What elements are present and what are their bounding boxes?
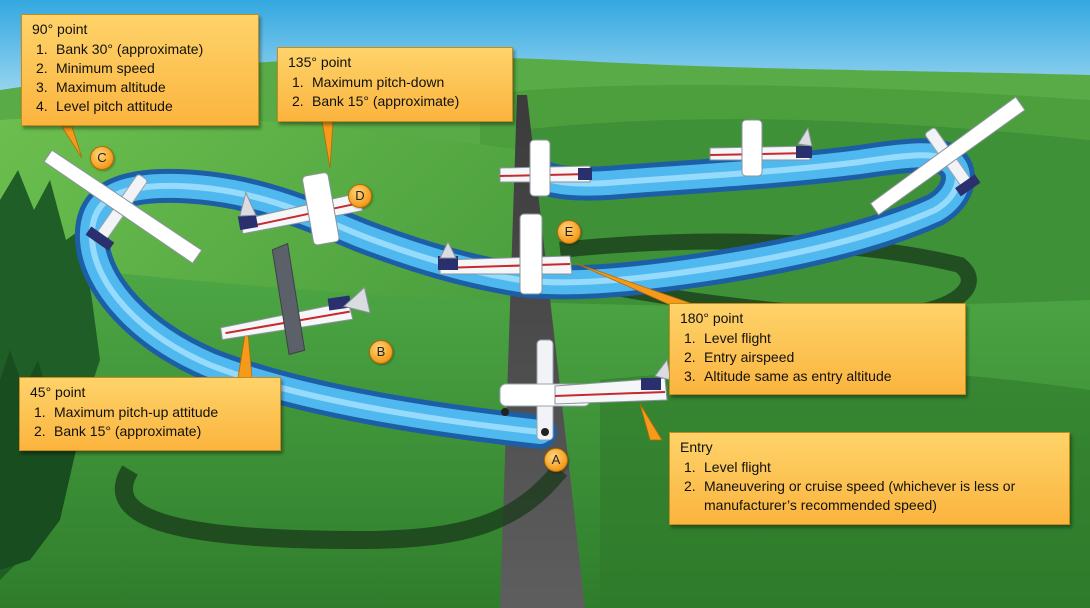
item-number: 2. (292, 93, 304, 109)
item-number: 2. (36, 60, 48, 76)
aircraft-c (43, 149, 203, 264)
item-text: Bank 30° (approximate) (56, 41, 204, 57)
marker-c: C (90, 146, 114, 170)
item-text: Minimum speed (56, 60, 155, 76)
marker-b: B (369, 340, 393, 364)
callout-180-item: 3. Altitude same as entry altitude (684, 367, 955, 386)
item-text: Maximum pitch-up attitude (54, 404, 219, 420)
item-text: Level flight (704, 330, 771, 346)
aircraft-top-right (709, 119, 813, 177)
callout-180-list: 1. Level flight 2. Entry airspeed 3. Altitu… (680, 329, 955, 386)
item-text: Maximum altitude (56, 79, 166, 95)
callout-entry-item: 2. Maneuvering or cruise speed (whichever… (684, 477, 1059, 515)
aircraft-d (237, 172, 364, 246)
item-number: 1. (36, 41, 48, 57)
callout-90-item: 4. Level pitch attitude (36, 97, 248, 116)
item-number: 1. (34, 404, 46, 420)
callout-180-point: 180° point 1. Level flight 2. Entry airspe… (669, 303, 966, 395)
aircraft-entry (499, 339, 672, 441)
callout-90-item: 2. Minimum speed (36, 59, 248, 78)
aircraft-right-bank (869, 96, 1026, 216)
callout-90-point: 90° point 1. Bank 30° (approximate) 2. Min… (21, 14, 259, 126)
callout-135-title: 135° point (288, 54, 352, 70)
leader-90 (61, 126, 83, 159)
callout-135-item: 1. Maximum pitch-down (292, 73, 502, 92)
marker-d: D (348, 184, 372, 208)
callout-180-item: 2. Entry airspeed (684, 348, 955, 367)
marker-e: E (557, 220, 581, 244)
leader-lines (61, 120, 691, 441)
callout-90-list: 1. Bank 30° (approximate) 2. Minimum speed… (32, 40, 248, 116)
callout-90-item: 3. Maximum altitude (36, 78, 248, 97)
callout-45-list: 1. Maximum pitch-up attitude 2. Bank 15° (… (30, 403, 270, 441)
callout-entry-title: Entry (680, 439, 713, 455)
callout-90-item: 1. Bank 30° (approximate) (36, 40, 248, 59)
callout-180-title: 180° point (680, 310, 744, 326)
item-text: Entry airspeed (704, 349, 795, 365)
callout-entry-list: 1. Level flight 2. Maneuvering or cruise s… (680, 458, 1059, 515)
callout-135-point: 135° point 1. Maximum pitch-down 2. Bank 1… (277, 47, 513, 122)
item-number: 2. (684, 349, 696, 365)
callout-45-title: 45° point (30, 384, 86, 400)
item-number: 3. (684, 368, 696, 384)
marker-a: A (544, 448, 568, 472)
callout-entry: Entry 1. Level flight 2. Maneuvering or cr… (669, 432, 1070, 525)
item-text: Level pitch attitude (56, 98, 173, 114)
item-text: Maximum pitch-down (312, 74, 445, 90)
callout-135-list: 1. Maximum pitch-down 2. Bank 15° (approxi… (288, 73, 502, 111)
aircraft-b (220, 242, 371, 356)
item-text: Level flight (704, 459, 771, 475)
callout-45-item: 2. Bank 15° (approximate) (34, 422, 270, 441)
aircraft-e (438, 213, 573, 295)
item-number: 1. (292, 74, 304, 90)
callout-90-title: 90° point (32, 21, 88, 37)
callout-45-point: 45° point 1. Maximum pitch-up attitude 2.… (19, 377, 281, 451)
item-text: Altitude same as entry altitude (704, 368, 892, 384)
item-number: 1. (684, 459, 696, 475)
item-number: 3. (36, 79, 48, 95)
callout-45-item: 1. Maximum pitch-up attitude (34, 403, 270, 422)
callout-180-item: 1. Level flight (684, 329, 955, 348)
item-text: Bank 15° (approximate) (54, 423, 202, 439)
item-number: 2. (684, 478, 696, 494)
item-number: 2. (34, 423, 46, 439)
item-text: Bank 15° (approximate) (312, 93, 460, 109)
callout-135-item: 2. Bank 15° (approximate) (292, 92, 502, 111)
aircraft-top-center (499, 139, 592, 197)
item-text: Maneuvering or cruise speed (whichever i… (704, 478, 1016, 513)
item-number: 1. (684, 330, 696, 346)
callout-entry-item: 1. Level flight (684, 458, 1059, 477)
leader-entry (639, 403, 663, 441)
item-number: 4. (36, 98, 48, 114)
